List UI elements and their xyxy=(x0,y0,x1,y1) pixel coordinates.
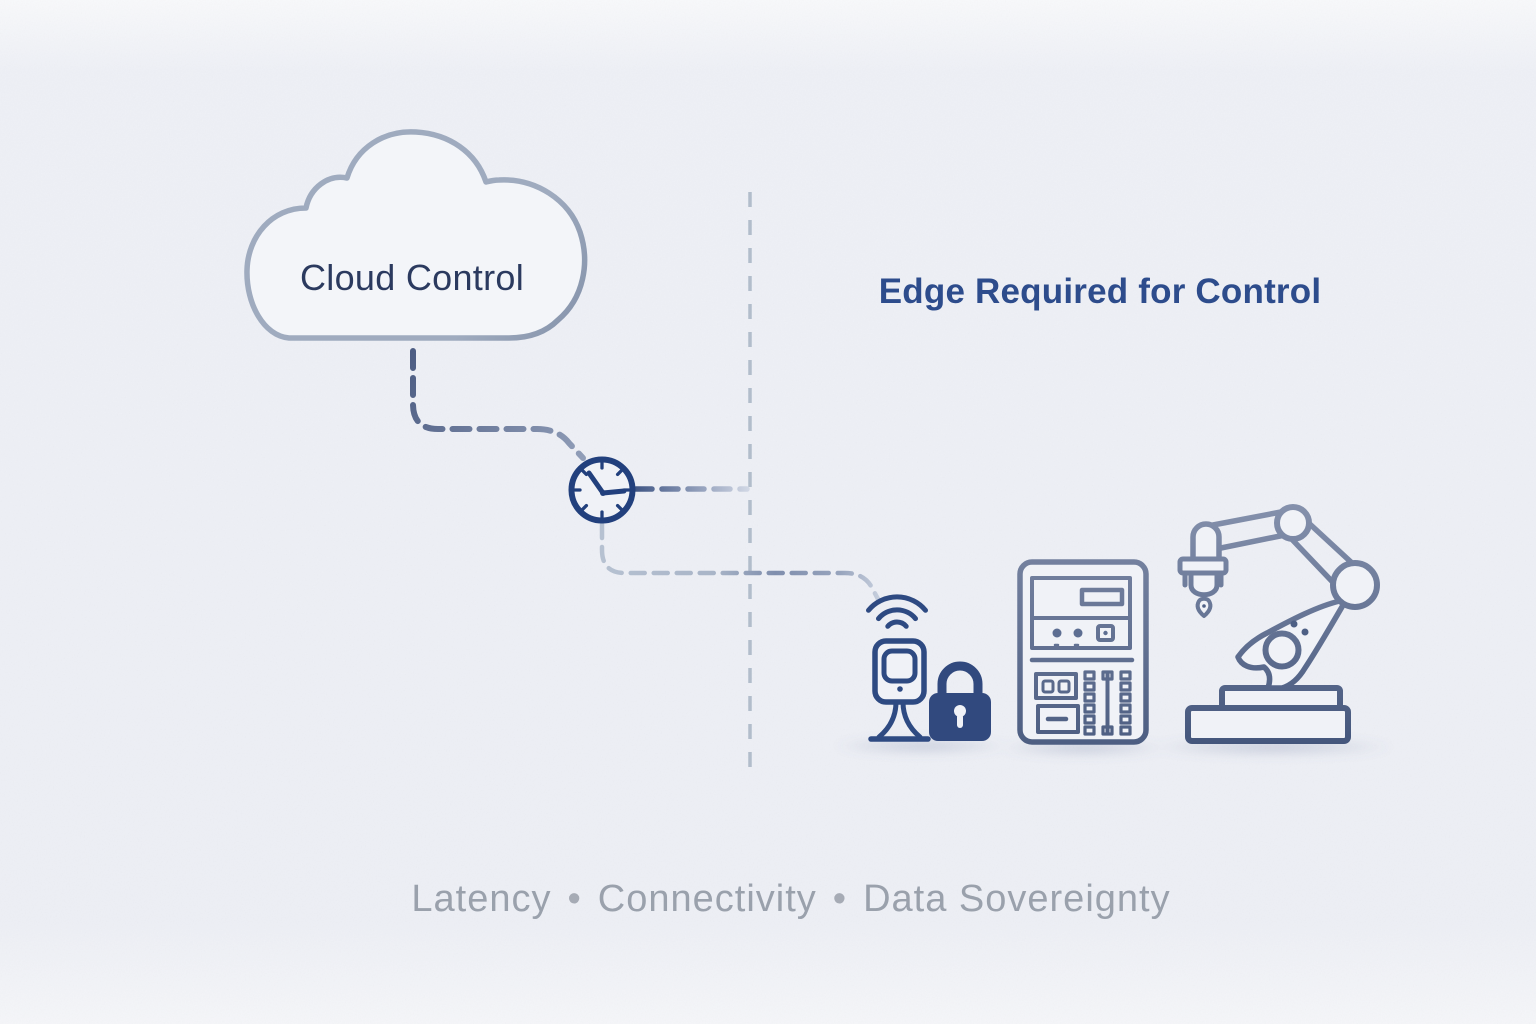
tagline-connectivity: Connectivity xyxy=(598,878,817,920)
wifi-waves-icon xyxy=(866,594,928,629)
bullet-separator: • xyxy=(833,878,847,920)
cloud-zone-label: Cloud Control xyxy=(300,257,524,298)
tagline-latency: Latency xyxy=(411,878,551,920)
tagline-data-sovereignty: Data Sovereignty xyxy=(863,878,1171,920)
bullet-separator: • xyxy=(567,878,581,920)
edge-zone-label: Edge Required for Control xyxy=(879,272,1322,311)
tagline-text: Latency • Connectivity • Data Sovereignty xyxy=(411,878,1170,920)
latency-clock-icon xyxy=(568,456,636,524)
dip-switch-columns xyxy=(1083,670,1132,736)
wireless-sensor-icon xyxy=(866,594,931,742)
connector-cloud-to-clock xyxy=(410,348,586,461)
cloud-icon xyxy=(244,129,588,341)
security-padlock-icon xyxy=(929,661,991,741)
edge-controller-panel-icon xyxy=(1017,559,1149,745)
robot-arm-icon xyxy=(1177,504,1380,744)
connector-clock-to-sensor xyxy=(599,521,881,602)
